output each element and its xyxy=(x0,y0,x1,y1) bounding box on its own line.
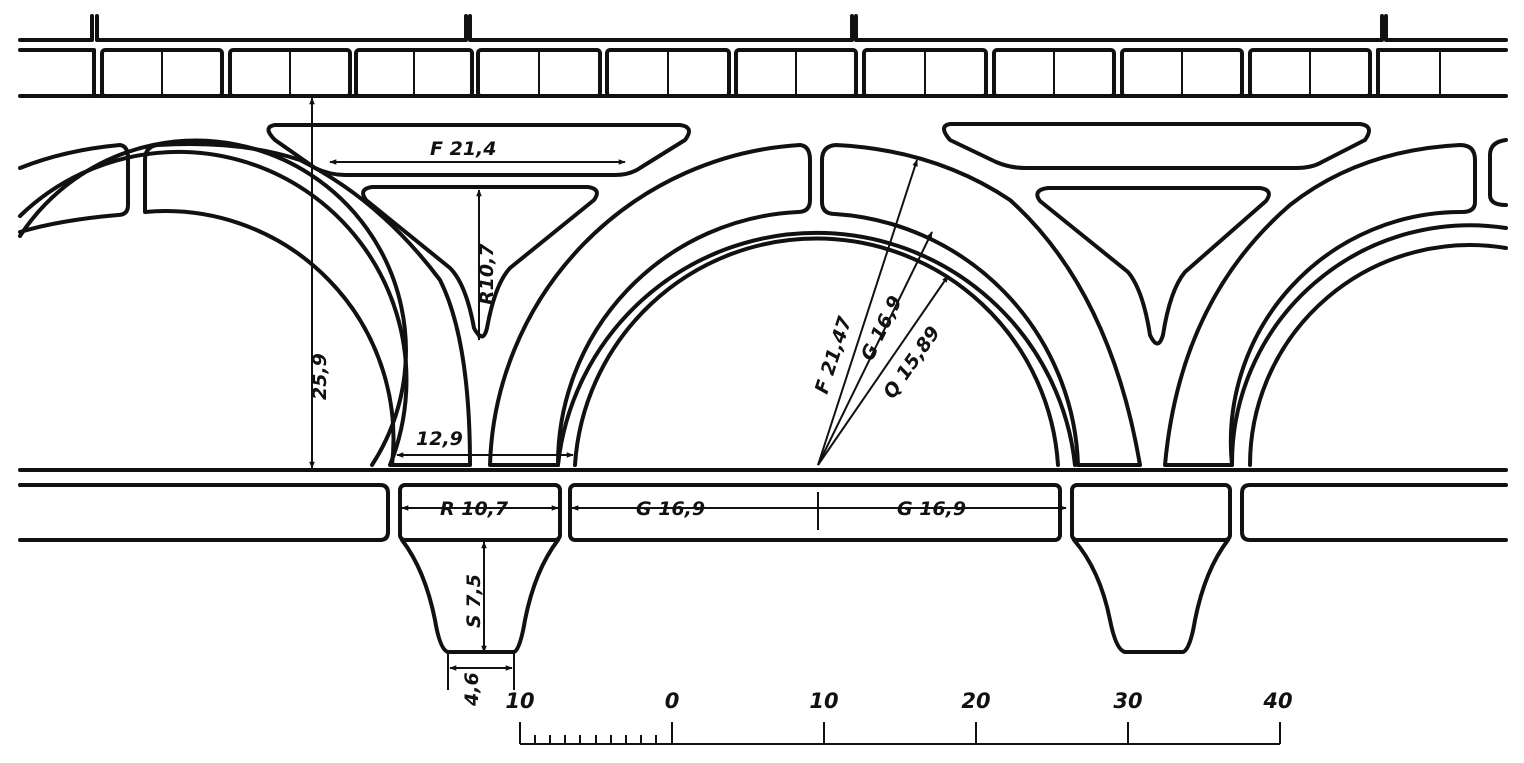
dimension-lines xyxy=(309,97,1067,690)
dim-arch-f: F 21,47 xyxy=(811,313,857,396)
dim-opening-width: 12,9 xyxy=(416,428,463,450)
dimension-labels: 25,9 F 21,4 R10,7 12,9 F 21,47 G 16,9 Q … xyxy=(309,138,966,707)
scale-label: 10 xyxy=(809,689,838,713)
dim-half-span-left: G 16,9 xyxy=(636,498,705,520)
coping-blocks xyxy=(18,48,1508,98)
dim-half-span-right: G 16,9 xyxy=(897,498,966,520)
dim-arch-g: G 16,9 xyxy=(857,292,907,364)
dim-spandrel-f: F 21,4 xyxy=(430,138,496,160)
scale-label: 30 xyxy=(1113,689,1142,713)
deck-parapet xyxy=(18,14,1508,98)
scale-bar: 10 0 10 20 30 40 xyxy=(505,689,1293,745)
dim-parapet-height: 25,9 xyxy=(309,353,331,400)
dim-pier-s: S 7,5 xyxy=(463,574,485,628)
dim-pier-r: R 10,7 xyxy=(440,498,509,520)
scale-label: 40 xyxy=(1262,689,1292,713)
scale-label: 20 xyxy=(961,689,990,713)
scale-label: 10 xyxy=(505,689,534,713)
dim-pier-base: 4,6 xyxy=(461,672,483,707)
arch-ribs xyxy=(18,138,1508,467)
deck-beams xyxy=(18,468,1508,542)
pier-brackets xyxy=(400,538,1230,654)
scale-label: 0 xyxy=(665,689,680,713)
dim-spandrel-r: R10,7 xyxy=(476,243,498,305)
